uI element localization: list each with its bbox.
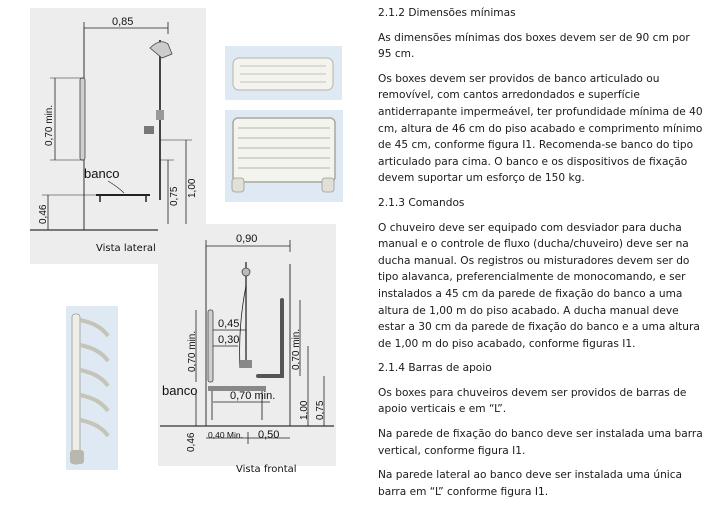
side-dim-070: 0,70 min. <box>44 105 55 146</box>
front-dim-030: 0,30 <box>218 334 239 346</box>
paragraph-barras-3: Na parede lateral ao banco deve ser inst… <box>378 469 683 498</box>
heading-comandos: 2.1.3 Comandos <box>378 196 465 209</box>
photo-bench-side <box>66 306 118 470</box>
side-bench-label: banco <box>84 166 119 181</box>
side-dim-100: 1,00 <box>187 178 198 198</box>
side-dim-075: 0,75 <box>169 186 180 206</box>
paragraph-banco: Os boxes devem ser providos de banco art… <box>378 72 703 185</box>
front-dim-075: 0,75 <box>315 400 326 420</box>
front-dim-100: 1,00 <box>299 400 310 420</box>
figures-panel: 0,85 0,70 min. banco 0,46 0,75 1,00 Vist… <box>30 8 343 475</box>
paragraph-comandos: O chuveiro deve ser equipado com desviad… <box>378 221 700 350</box>
text-column: 2.1.2 Dimensões mínimas As dimensões mín… <box>378 5 704 508</box>
side-dim-046: 0,46 <box>38 204 49 224</box>
paragraph-dimensoes: As dimensões mínimas dos boxes devem ser… <box>378 31 690 61</box>
front-dim-left-070: 0,70 min. <box>187 331 198 372</box>
front-caption: Vista frontal <box>236 464 297 475</box>
heading-barras-de-apoio: 2.1.4 Barras de apoio <box>378 362 492 375</box>
front-dim-045: 0,45 <box>218 318 239 330</box>
photo-bench-open <box>225 110 343 202</box>
front-dim-040: 0,40 Min. <box>208 430 243 440</box>
side-dim-top: 0,85 <box>112 16 133 28</box>
side-view-drawing: 0,85 0,70 min. banco 0,46 0,75 1,00 Vist… <box>30 8 206 264</box>
front-dim-top: 0,90 <box>236 233 257 245</box>
paragraph-barras-2: Na parede de fixação do banco deve ser i… <box>378 428 703 457</box>
front-view-drawing: 0,90 0,70 min. 0,70 min. 0,45 0,30 banco… <box>158 224 336 475</box>
front-dim-050: 0,50 <box>258 429 279 441</box>
front-dim-bench-070: 0,70 min. <box>230 390 275 402</box>
side-caption: Vista lateral <box>96 243 156 254</box>
front-bench-label: banco <box>162 383 197 398</box>
front-dim-046: 0,46 <box>186 432 197 452</box>
photo-bench-folded <box>225 46 342 100</box>
front-dim-right-070: 0,70 min. <box>291 329 302 370</box>
heading-dimensoes-minimas: 2.1.2 Dimensões mínimas <box>378 7 516 19</box>
paragraph-barras-1: Os boxes para chuveiros devem ser provid… <box>378 386 687 416</box>
